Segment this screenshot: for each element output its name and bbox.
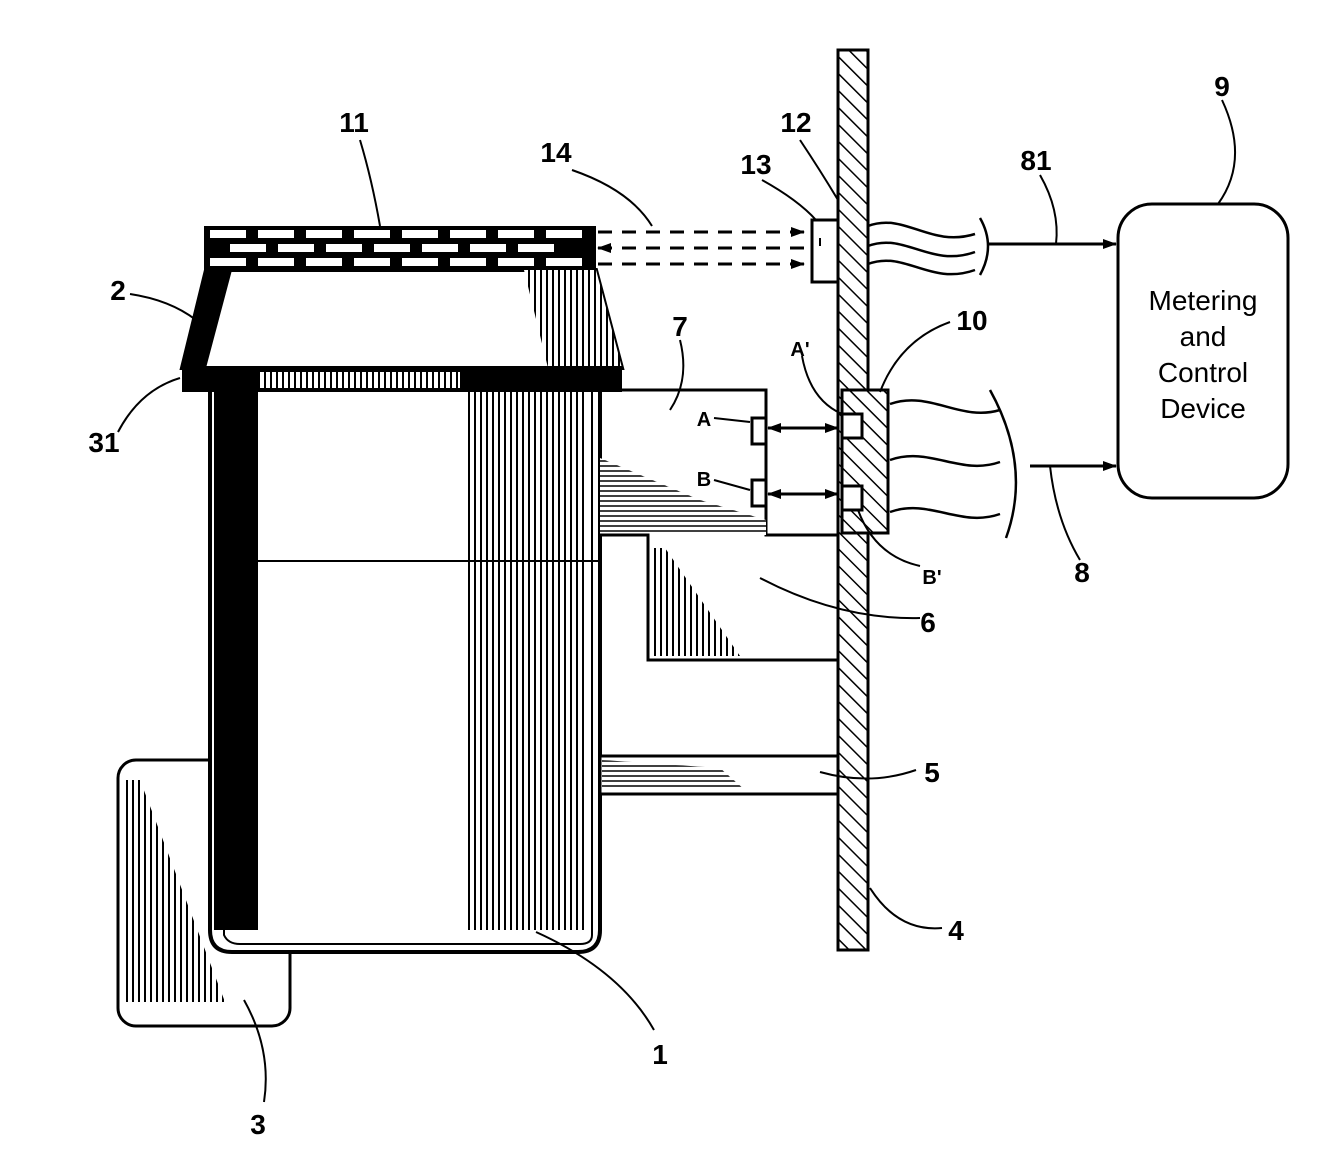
leader-12 (800, 140, 838, 200)
leader-a-prime (802, 356, 842, 414)
reader-12 (812, 220, 838, 282)
device-label-line2: and (1180, 321, 1227, 352)
label-4: 4 (948, 915, 964, 946)
device-label-line4: Device (1160, 393, 1246, 424)
rim-31 (182, 366, 622, 392)
leader-a (714, 418, 750, 422)
label-10: 10 (956, 305, 987, 336)
label-9: 9 (1214, 71, 1230, 102)
label-5: 5 (924, 757, 940, 788)
container-1 (210, 388, 600, 952)
label-2: 2 (110, 275, 126, 306)
contact-a (752, 418, 766, 444)
label-11: 11 (339, 107, 369, 138)
leader-7 (670, 340, 683, 410)
device-label-line1: Metering (1149, 285, 1258, 316)
contact-block-10 (842, 390, 888, 533)
label-31: 31 (88, 427, 119, 458)
leader-14 (572, 170, 652, 226)
label-6: 6 (920, 607, 936, 638)
label-1: 1 (652, 1039, 668, 1070)
leader-4 (870, 888, 942, 928)
label-a: A (697, 409, 711, 431)
label-81: 81 (1020, 145, 1051, 176)
signal-arrows-14 (598, 232, 804, 264)
label-a-prime: A' (790, 339, 809, 361)
metering-control-device-9: Metering and Control Device (1118, 204, 1288, 498)
contact-a-prime (842, 414, 862, 438)
leader-10 (880, 322, 950, 392)
label-b-prime: B' (922, 567, 941, 589)
leader-31 (118, 378, 180, 432)
arm-5 (600, 756, 840, 794)
wires-8 (890, 390, 1016, 538)
label-14: 14 (540, 137, 572, 168)
device-label-line3: Control (1158, 357, 1248, 388)
bracket-7 (600, 390, 840, 535)
leader-81 (1040, 175, 1057, 244)
leader-13 (762, 180, 816, 220)
leader-11 (360, 140, 380, 226)
label-13: 13 (740, 149, 771, 180)
lid-2 (182, 270, 622, 368)
label-12: 12 (780, 107, 811, 138)
wires-81 (868, 218, 988, 275)
label-b: B (697, 469, 711, 491)
transponder-strip-11 (204, 226, 596, 270)
contact-b-prime (842, 486, 862, 510)
leader-8 (1050, 466, 1080, 560)
leader-b (714, 480, 750, 490)
leader-2 (130, 294, 196, 320)
leader-9 (1218, 100, 1235, 204)
contact-b (752, 480, 766, 506)
label-3: 3 (250, 1109, 266, 1140)
label-7: 7 (672, 311, 688, 342)
label-8: 8 (1074, 557, 1090, 588)
